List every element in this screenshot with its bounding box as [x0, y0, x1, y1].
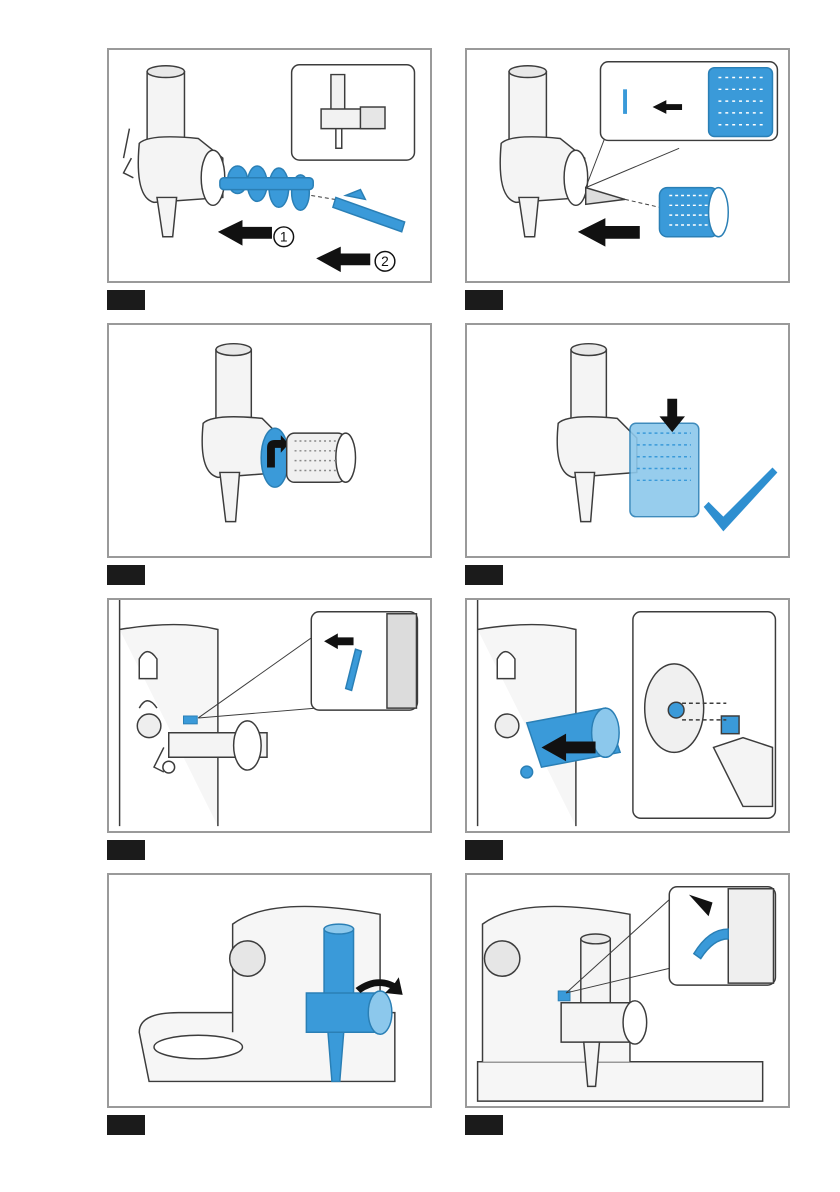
- callout-2: 2: [375, 252, 395, 272]
- step-4-panel: [465, 323, 790, 558]
- svg-text:2: 2: [381, 254, 389, 269]
- strainer-drum: [659, 188, 728, 237]
- step-7-panel: [107, 873, 432, 1108]
- step-5-illustration: [109, 600, 430, 831]
- step-6-panel: [465, 598, 790, 833]
- step-2-panel: [465, 48, 790, 283]
- svg-text:1: 1: [280, 230, 288, 245]
- push-arrow: [578, 218, 640, 247]
- splash-guard: [630, 423, 699, 516]
- step-1-illustration: 1 2: [109, 50, 430, 281]
- step-4-illustration: [467, 325, 788, 556]
- inset-detail: [600, 62, 777, 141]
- step-3-panel: [107, 323, 432, 558]
- step-1-label-bar: [107, 290, 145, 310]
- step-5-label-bar: [107, 840, 145, 860]
- step-8-illustration: [467, 875, 788, 1106]
- arrow-1: [218, 220, 272, 246]
- mincer-housing: [557, 344, 637, 522]
- step-5-panel: [107, 598, 432, 833]
- step-7-label-bar: [107, 1115, 145, 1135]
- inset-detail: [669, 887, 775, 985]
- step-6-illustration: [467, 600, 788, 831]
- step-8-panel: [465, 873, 790, 1108]
- step-3-label-bar: [107, 565, 145, 585]
- inset-detail: [311, 612, 417, 710]
- base-unit: [478, 600, 576, 826]
- inset-detail: [292, 65, 415, 160]
- scraper-shaft: [333, 190, 405, 232]
- strainer-drum: [287, 433, 356, 482]
- step-7-illustration: [109, 875, 430, 1106]
- step-1-panel: 1 2: [107, 48, 432, 283]
- mincer-housing: [124, 66, 225, 237]
- step-3-illustration: [109, 325, 430, 556]
- arrow-2: [316, 247, 370, 273]
- feed-screw: [220, 166, 313, 210]
- step-2-label-bar: [465, 290, 503, 310]
- base-unit: [120, 600, 218, 826]
- step-4-label-bar: [465, 565, 503, 585]
- callout-1: 1: [274, 227, 294, 247]
- step-6-label-bar: [465, 840, 503, 860]
- check-mark: [704, 468, 778, 532]
- step-2-illustration: [467, 50, 788, 281]
- lever-highlight: [183, 716, 197, 724]
- step-8-label-bar: [465, 1115, 503, 1135]
- inset-detail: [633, 612, 776, 818]
